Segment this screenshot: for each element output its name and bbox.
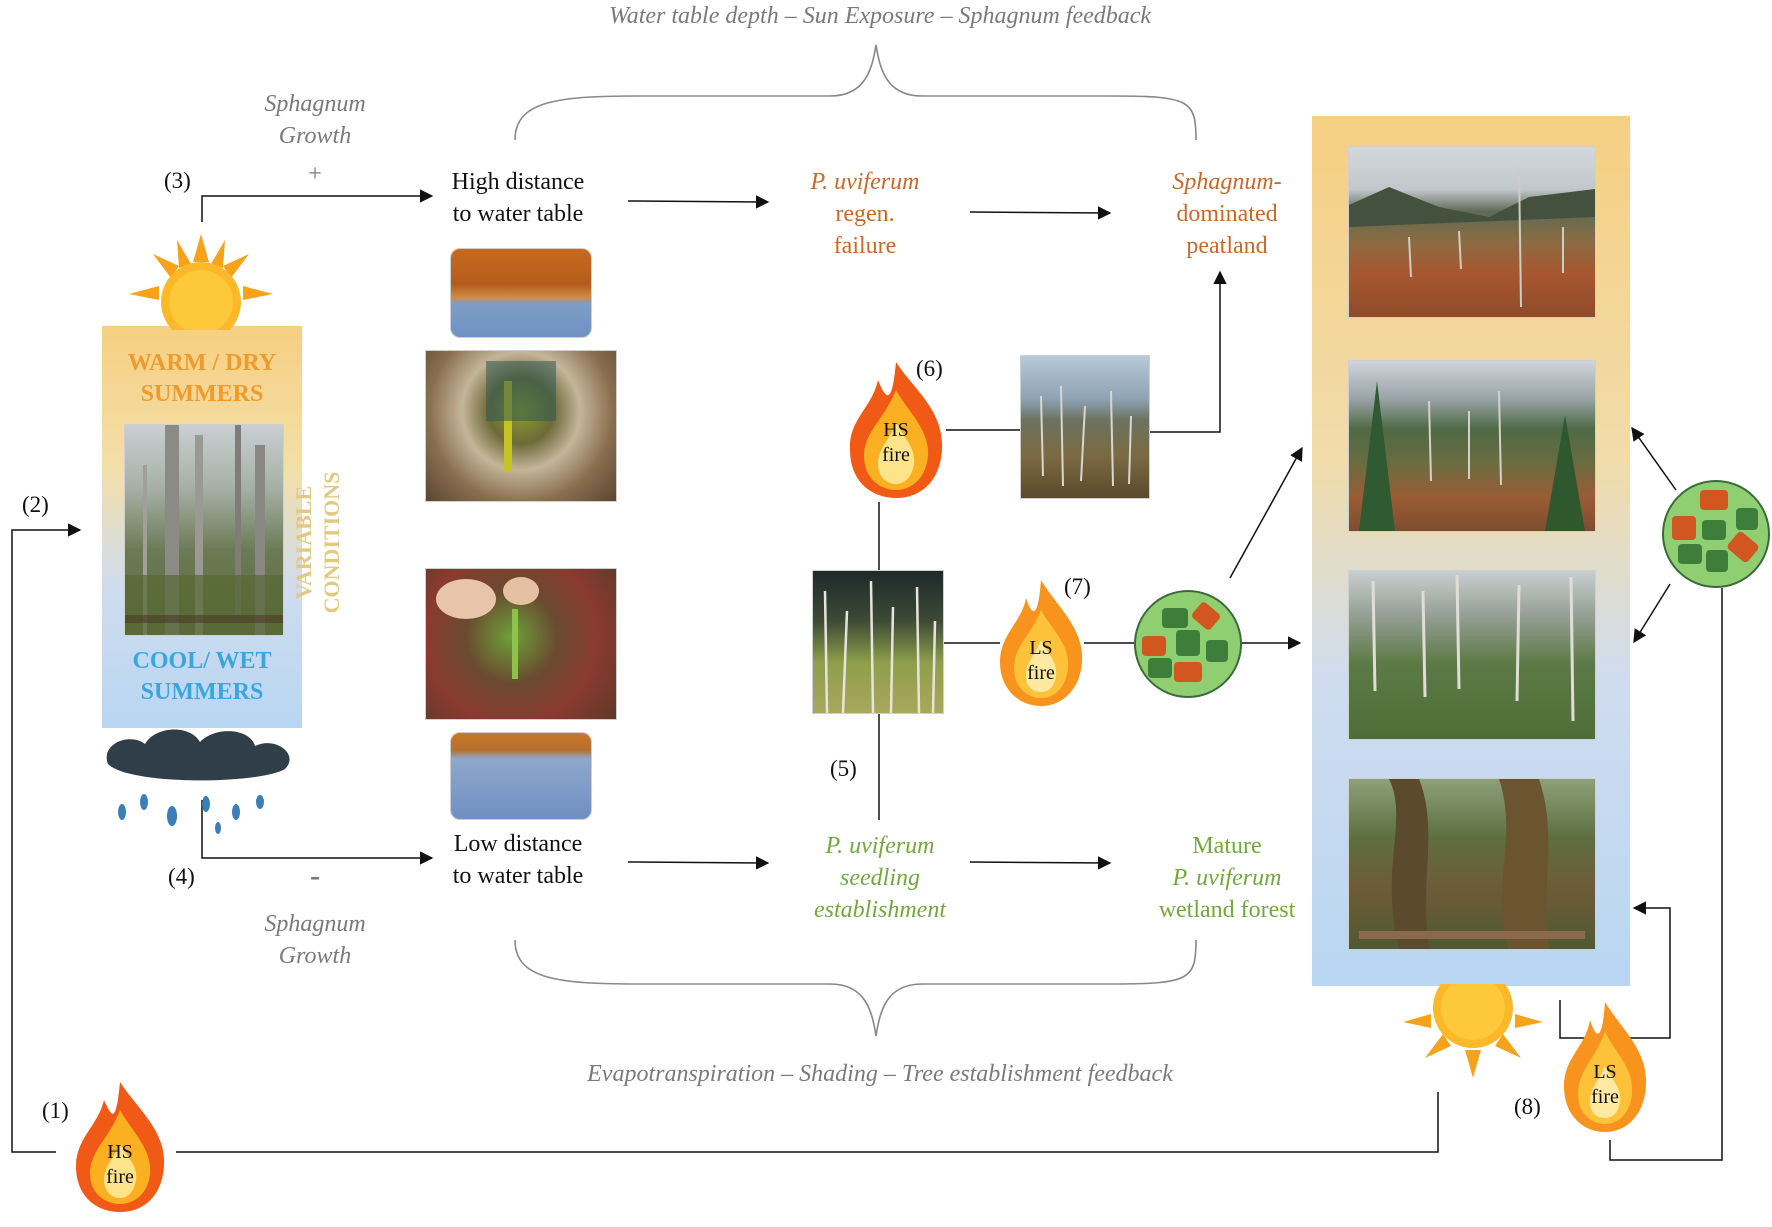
burned-forest-photo: [124, 424, 284, 636]
line-1: [176, 1092, 1439, 1153]
label-8: (8): [1514, 1094, 1541, 1119]
label-7: (7): [1064, 574, 1091, 599]
sphagnum-column-low: [450, 732, 592, 820]
seedling-photo-top: [425, 350, 617, 502]
top-brace: [514, 44, 1197, 141]
label-1: (1): [42, 1098, 69, 1123]
label-5: (5): [830, 756, 857, 781]
mature-forest-photo: [1348, 778, 1596, 950]
peatland-photo: [1348, 146, 1596, 318]
loop-8: [1559, 1000, 1590, 1039]
sphagnum-column-high: [450, 248, 592, 338]
label-3: (3): [164, 168, 191, 193]
bottom-brace: [514, 939, 1197, 1037]
arrow-3: [201, 189, 434, 222]
patch-mosaic-icon-mid: [1134, 590, 1242, 698]
feedback-top-label: Water table depth – Sun Exposure – Sphag…: [608, 3, 1152, 29]
sun-icon-bottom: [1403, 984, 1543, 1078]
label-4: (4): [168, 864, 195, 889]
arrow-8: [1630, 901, 1671, 1039]
arrow-4: [201, 800, 434, 865]
patch-mosaic-icon-right: [1662, 480, 1770, 588]
line-8-circle: [1609, 588, 1723, 1161]
label-2: (2): [22, 492, 49, 517]
plus-sign: +: [308, 161, 322, 187]
young-forest-photo: [812, 570, 944, 714]
rain-cloud-icon: [106, 729, 290, 834]
arrow-6: [1148, 270, 1227, 433]
seedling-photo-bottom: [425, 568, 617, 720]
arrow-2: [11, 523, 82, 1153]
post-hs-fire-photo: [1020, 355, 1150, 499]
feedback-bottom-label: Evapotranspiration – Shading – Tree esta…: [587, 1061, 1173, 1087]
minus-sign: -: [310, 859, 320, 892]
sun-icon: [129, 234, 273, 330]
regenerating-peatland-photo: [1348, 360, 1596, 532]
young-wetland-forest-photo: [1348, 570, 1596, 740]
label-6: (6): [916, 356, 943, 381]
